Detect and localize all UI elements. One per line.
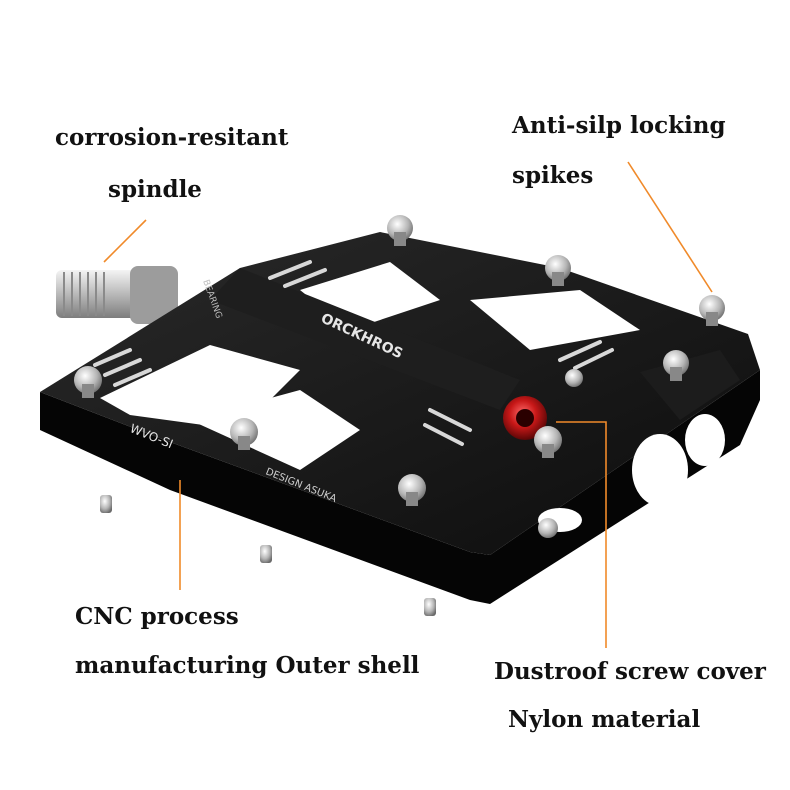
shell-label-line2: manufacturing Outer shell — [75, 652, 420, 679]
pin — [387, 215, 413, 246]
pedal-stripes — [93, 260, 614, 446]
pedal-side-hole — [685, 414, 725, 466]
cover-label-line2: Nylon material — [508, 706, 701, 733]
pedal-window — [190, 390, 360, 470]
spikes-label-line1: Anti-silp locking — [512, 112, 726, 139]
pin — [538, 518, 558, 538]
pin — [663, 350, 689, 381]
leader-line-spindle — [103, 219, 147, 263]
spindle — [56, 266, 178, 324]
pin — [398, 474, 426, 506]
pin — [565, 369, 583, 387]
pin — [100, 495, 112, 513]
leader-line-cover — [556, 421, 607, 648]
pin — [424, 598, 436, 616]
leader-lines — [103, 161, 713, 648]
pedal-axle-bar — [210, 268, 520, 410]
pin — [260, 545, 272, 563]
spindle-label-line2: spindle — [108, 176, 202, 203]
leader-line-spikes — [627, 161, 713, 293]
pedal-side-wall — [40, 370, 760, 604]
pin — [699, 295, 725, 326]
pedal-window — [470, 290, 640, 350]
cover-label-line1: Dustroof screw cover — [494, 658, 766, 685]
pin — [545, 255, 571, 286]
spikes-label-line2: spikes — [512, 162, 594, 189]
pin — [74, 366, 102, 398]
pin — [534, 426, 562, 458]
pin — [230, 418, 258, 450]
spindle-label-line1: corrosion-resitant — [55, 124, 289, 151]
pedal-side-hole — [632, 434, 688, 506]
shell-label-line1: CNC process — [75, 603, 239, 630]
dust-cover — [503, 396, 547, 440]
